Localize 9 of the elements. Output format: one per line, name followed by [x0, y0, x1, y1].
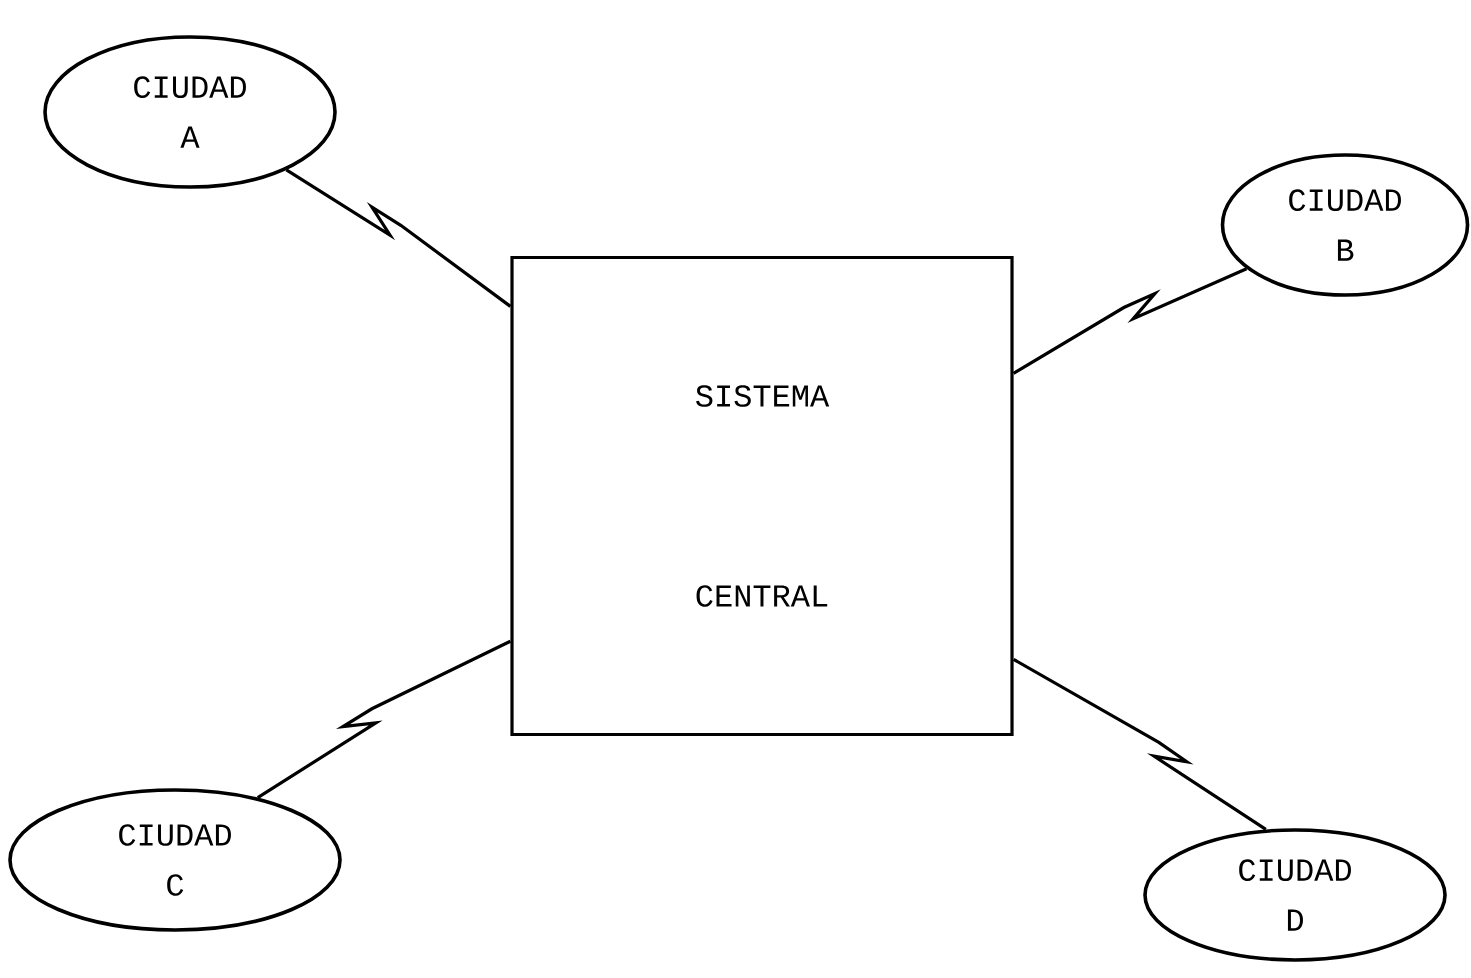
link-line: [285, 168, 512, 308]
city-cloud: CIUDAD C: [8, 788, 342, 932]
link-line: [1012, 267, 1248, 375]
link-line: [1012, 658, 1267, 831]
city-cloud: CIUDAD B: [1220, 153, 1470, 297]
city-cloud: CIUDAD D: [1143, 828, 1447, 962]
system-box: SISTEMA CENTRAL: [510, 255, 1014, 737]
city-cloud: CIUDAD A: [43, 35, 337, 189]
link-line: [256, 639, 512, 799]
